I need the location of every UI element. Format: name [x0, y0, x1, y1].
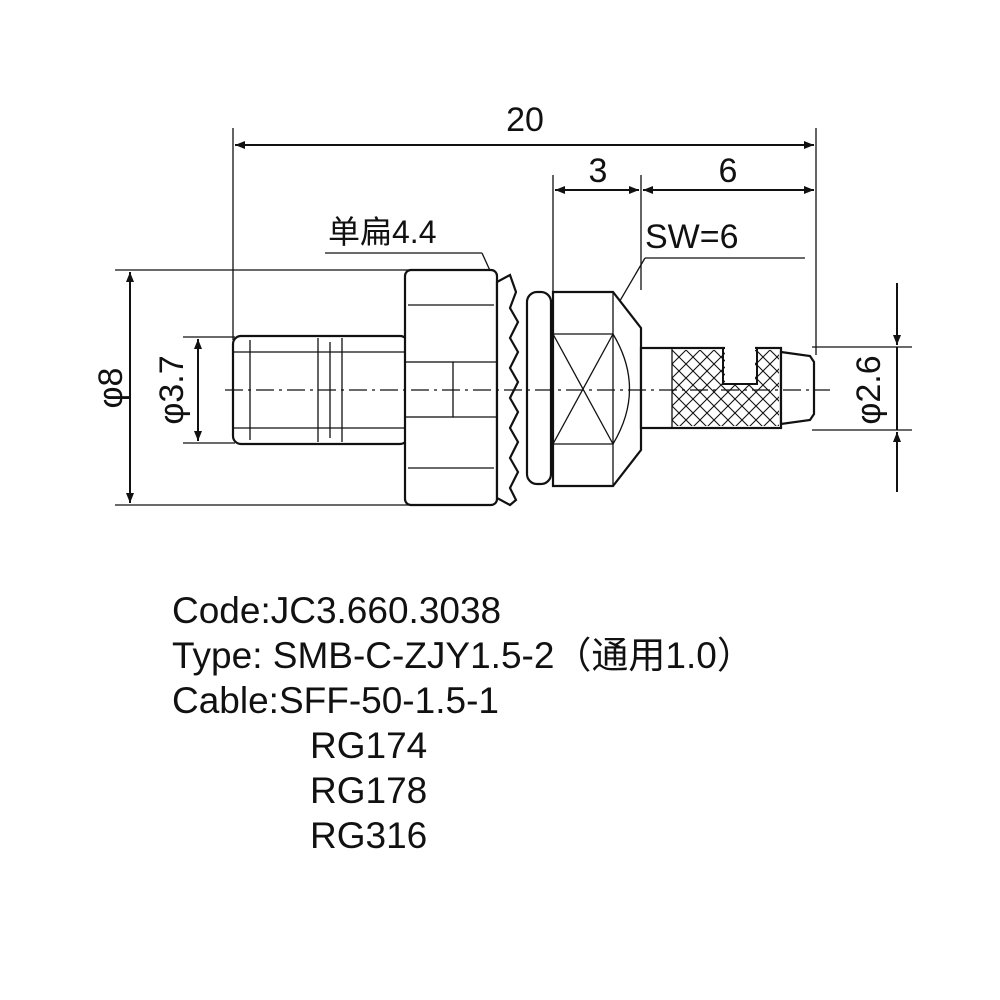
dia-pin-label: φ3.7	[153, 355, 191, 424]
dim-segment-a-label: 3	[589, 152, 608, 190]
connector-body	[225, 268, 830, 507]
flat-note-label: 单扁4.4	[328, 214, 437, 250]
dim-overall-length: 20	[232, 101, 817, 355]
spec-code: Code:JC3.660.3038	[172, 590, 502, 631]
wrench-size-label: SW=6	[645, 218, 739, 256]
dim-pin-diameter: φ3.7	[153, 336, 235, 444]
spec-type: Type: SMB-C-ZJY1.5-2（通用1.0）	[172, 635, 754, 676]
dim-outer-diameter: φ8	[92, 269, 410, 506]
spec-cable: Cable:SFF-50-1.5-1	[172, 680, 499, 721]
dim-cable-diameter: φ2.6	[812, 283, 912, 492]
connector-drawing: 20 3 6 单扁4.4 SW=6 φ8 φ3.7	[92, 101, 912, 507]
dia-outer-label: φ8	[92, 368, 130, 409]
dia-cable-label: φ2.6	[850, 355, 888, 424]
dim-segment-b-label: 6	[719, 152, 738, 190]
spec-block: Code:JC3.660.3038 Type: SMB-C-ZJY1.5-2（通…	[172, 588, 972, 858]
flat-note: 单扁4.4	[325, 214, 493, 276]
dim-segments: 3 6	[552, 152, 814, 298]
spec-cable-alt-1: RG174	[310, 725, 428, 766]
spec-cable-alt-2: RG178	[310, 770, 428, 811]
spec-cable-alt-3: RG316	[310, 815, 428, 856]
dim-overall-label: 20	[506, 101, 544, 139]
